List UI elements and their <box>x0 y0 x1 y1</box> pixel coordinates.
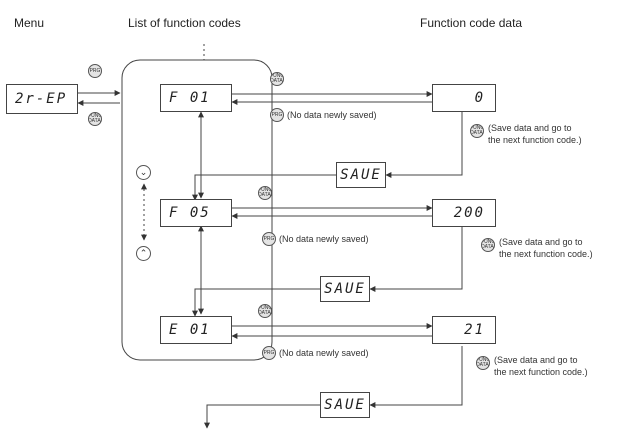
prg-key-icon: PRG <box>270 108 284 122</box>
value21-to-save-arrow <box>369 346 463 408</box>
func-data-key-icon: FUNC DATA <box>258 304 272 318</box>
func-data-key-icon: FUNC DATA <box>258 186 272 200</box>
func-data-key-icon: FUNC DATA <box>270 72 284 86</box>
prg-key-icon: PRG <box>262 232 276 246</box>
function-list-frame <box>121 59 273 361</box>
func-data-key-icon: FUNC DATA <box>88 112 102 126</box>
function-data-header: Function code data <box>420 16 523 30</box>
function-list-header: List of function codes <box>128 16 241 30</box>
code-display-e01: E 01 <box>160 316 232 344</box>
value-display-e01: 21 <box>432 316 496 344</box>
code-display-f05: F 05 <box>160 199 232 227</box>
save2-to-e01-arrow <box>192 288 320 317</box>
save-next-label-1b: the next function code.) <box>488 135 582 145</box>
menu-header: Menu <box>14 16 45 30</box>
save-next-label-1a: (Save data and go to <box>488 123 572 133</box>
up-key-icon: ⌃ <box>136 246 151 261</box>
value-display-f01: 0 <box>432 84 496 112</box>
func-data-key-icon: FUNC DATA <box>476 356 490 370</box>
no-save-label-2: (No data newly saved) <box>279 234 369 244</box>
prg-key-icon: PRG <box>262 346 276 360</box>
save3-exit-arrow <box>204 404 320 429</box>
save-display-3: SAUE <box>320 392 370 418</box>
no-save-label-3: (No data newly saved) <box>279 348 369 358</box>
func-data-key-icon: FUNC DATA <box>481 238 495 252</box>
menu-display: 2r-EP <box>6 84 78 114</box>
code-display-f01: F 01 <box>160 84 232 112</box>
save-display-2: SAUE <box>320 276 370 302</box>
value-display-f05: 200 <box>432 199 496 227</box>
prg-key-icon: PRG <box>88 64 102 78</box>
no-save-label-1: (No data newly saved) <box>287 110 377 120</box>
save-next-label-3b: the next function code.) <box>494 367 588 377</box>
func-data-key-icon: FUNC DATA <box>470 124 484 138</box>
save-next-label-2b: the next function code.) <box>499 249 593 259</box>
value0-to-save-arrow <box>385 112 463 178</box>
save-display-1: SAUE <box>336 162 386 188</box>
save-next-label-3a: (Save data and go to <box>494 355 578 365</box>
value200-to-save-arrow <box>369 226 463 292</box>
save1-to-f05-arrow <box>192 174 336 201</box>
down-key-icon: ⌄ <box>136 165 151 180</box>
save-next-label-2a: (Save data and go to <box>499 237 583 247</box>
